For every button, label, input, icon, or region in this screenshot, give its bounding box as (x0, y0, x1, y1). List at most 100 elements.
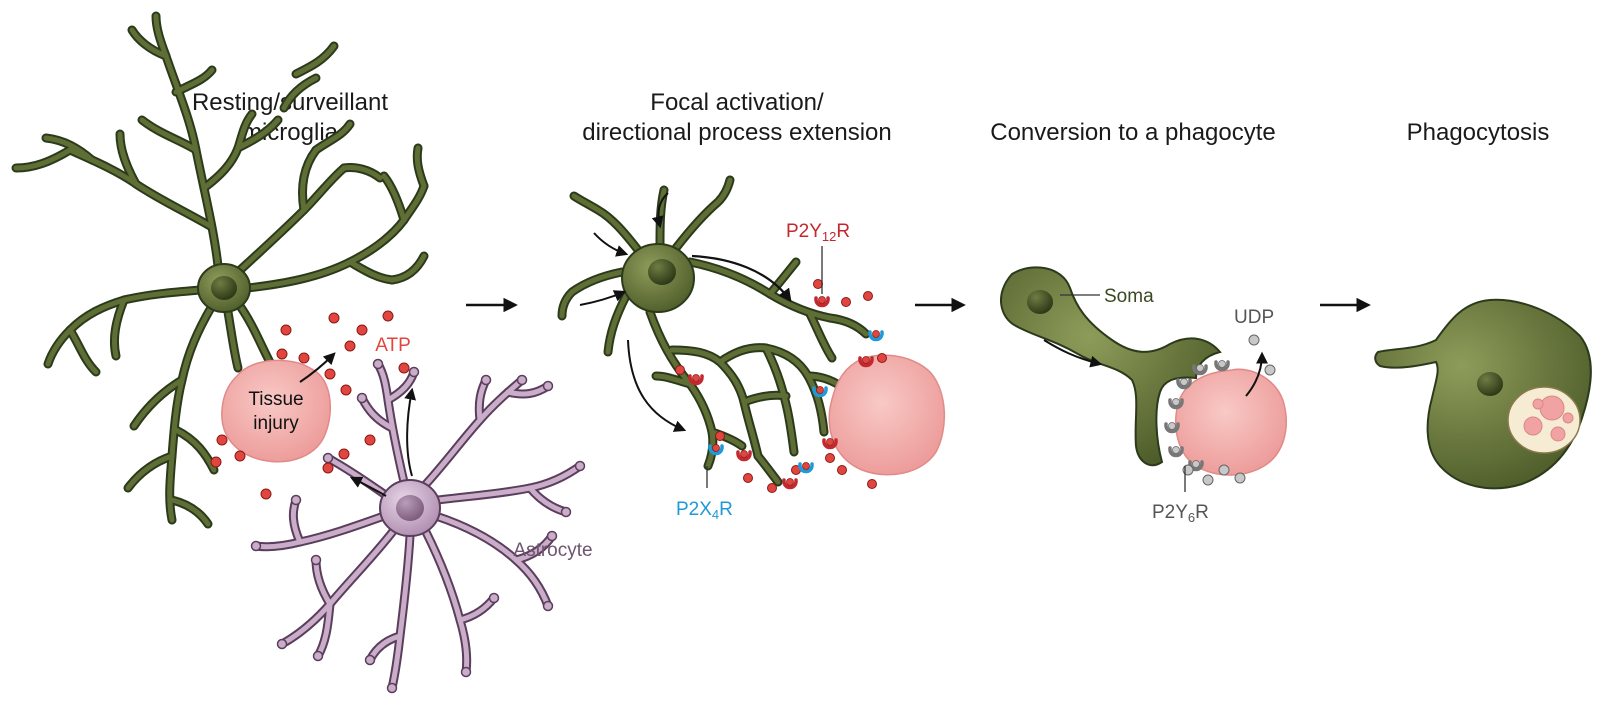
atp-dot-2-6 (767, 483, 777, 493)
udp-label: UDP (1234, 307, 1274, 328)
atp-dot-11 (210, 456, 222, 468)
activated-process-6 (807, 311, 835, 361)
atp-dot-12 (234, 450, 246, 462)
activated-process-13 (717, 345, 827, 435)
resting-process-13 (313, 121, 353, 153)
migration-arrow (1043, 339, 1103, 368)
astrocyte-process-tip-1 (408, 366, 420, 378)
p2y12r-label: P2Y12R (786, 221, 850, 244)
p2y6-ligand-1 (1196, 364, 1204, 372)
resting-microglia (11, 11, 429, 529)
astrocyte-process-tip-0 (356, 392, 368, 404)
p2y12-receptor-4 (782, 478, 798, 490)
activated-process-16 (755, 453, 781, 485)
udp-dot-1 (1264, 364, 1276, 376)
astrocyte-process-tip-9 (290, 494, 302, 506)
atp-dot-2-9 (867, 479, 877, 489)
p2y6-receptor-4 (1164, 422, 1180, 434)
p2y6r-label: P2Y6R (1152, 502, 1209, 525)
p2y12-receptor-3 (736, 450, 752, 462)
p2y6-receptor-2 (1214, 360, 1230, 372)
astrocyte-process-tip-18 (312, 650, 324, 662)
astrocyte-process-tip-8 (310, 554, 322, 566)
resting-process-18 (389, 253, 427, 283)
p2y12-receptor-3-ligand (740, 450, 748, 458)
atp-label: ATP (375, 335, 411, 356)
resting-process-17 (414, 145, 427, 189)
atp-dot-2-10 (825, 453, 835, 463)
engulfed-debris-1 (1539, 395, 1565, 421)
atp-dot-15 (338, 448, 350, 460)
resting-process-5 (235, 117, 281, 151)
astrocyte-process-tip-2 (480, 374, 492, 386)
resting-process-23 (131, 377, 185, 429)
stage-titles: Resting/surveillant microglia Focal acti… (192, 89, 1549, 146)
resting-process-24 (173, 427, 217, 473)
p2y6-ligand-2 (1218, 360, 1226, 368)
stage2-title-line2: directional process extension (582, 119, 892, 146)
activated-microglia-nucleus (648, 259, 676, 285)
p2x4-receptor-2-cup (708, 444, 724, 456)
stage4-title: Phagocytosis (1407, 119, 1550, 146)
udp-molecules (1182, 334, 1276, 486)
extension-arrow-3 (579, 290, 627, 306)
activated-process-7 (559, 269, 625, 319)
p2y12-receptor-2-ligand (692, 374, 700, 382)
atp-dot-2 (328, 312, 340, 324)
engulfed-debris-4 (1532, 398, 1544, 410)
astrocyte-process-tip-5 (546, 530, 558, 542)
atp-dot-6 (340, 384, 352, 396)
p2x4-receptor-3 (798, 462, 814, 474)
activated-process-11 (669, 347, 761, 459)
p2y12-receptor-5 (822, 438, 838, 450)
astrocyte-process-tip-11 (516, 374, 528, 386)
atp-dot-2-0 (863, 291, 873, 301)
udp-dot-3 (1218, 464, 1230, 476)
p2y6-receptor-3 (1168, 398, 1184, 410)
udp-dot-2 (1202, 474, 1214, 486)
p2x4-receptor-0 (868, 330, 884, 342)
p2x4-receptor-1-cup (812, 386, 828, 398)
activated-process-0 (571, 193, 641, 253)
udp-dot-4 (1234, 472, 1246, 484)
resting-process-22 (167, 303, 215, 523)
astrocyte-process-tip-6 (488, 592, 500, 604)
astrocyte-process-12 (389, 533, 413, 691)
resting-process-25 (125, 453, 175, 491)
resting-process-26 (169, 497, 211, 527)
tissue-injury-1 (221, 359, 332, 463)
p2y12-receptor-0-cup (814, 296, 830, 308)
atp-dot-0 (280, 324, 292, 336)
p2x4-receptor-3-ligand (802, 462, 810, 470)
atp-release-arrow-astro-1 (404, 387, 417, 477)
extension-arrow-4 (691, 254, 792, 303)
resting-process-14 (245, 183, 427, 291)
activated-process-4 (767, 259, 799, 297)
astrocyte-process-tip-15 (386, 682, 398, 694)
resting-microglia-nucleus (211, 276, 237, 300)
resting-process-1 (139, 117, 199, 153)
p2y6-ligand-3 (1172, 398, 1180, 406)
p2y6-receptor-1 (1192, 364, 1208, 376)
stage3-title: Conversion to a phagocyte (990, 119, 1276, 146)
atp-dot-16 (364, 434, 376, 446)
activated-microglia (557, 175, 871, 487)
p2y6-ligand-4 (1168, 422, 1176, 430)
astrocyte-process-tip-10 (322, 452, 334, 464)
atp-dot-4 (344, 340, 356, 352)
astrocyte-process-tip-16 (276, 638, 288, 650)
engulfed-debris-2 (1523, 416, 1543, 436)
astrocyte-process-tip-3 (542, 380, 554, 392)
p2y12-receptor-4-ligand (786, 478, 794, 486)
p2y6-receptors (1164, 360, 1230, 472)
tissue-injury-label-line2: injury (253, 413, 299, 434)
atp-dot-7 (382, 310, 394, 322)
atp-dot-3 (356, 324, 368, 336)
astrocyte (250, 358, 586, 694)
atp-release-arrow-injury (299, 352, 336, 383)
p2x4-receptor-1-ligand (816, 386, 824, 394)
p2y12-receptor-2-cup (688, 374, 704, 386)
astrocyte-process-14 (279, 527, 397, 647)
atp-dot-2-1 (877, 353, 887, 363)
astrocyte-processes (250, 358, 586, 694)
